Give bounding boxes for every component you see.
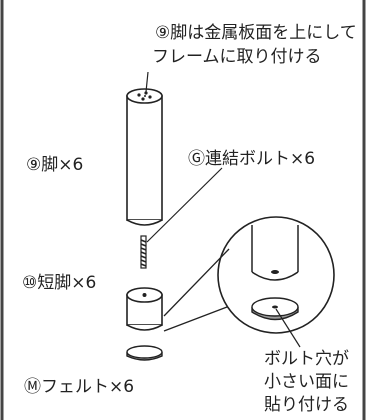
callout-leader-lower: [163, 306, 228, 332]
callout-leader-upper: [163, 248, 230, 317]
leg-part: [126, 88, 163, 226]
bolt-part: [140, 235, 147, 269]
callout-pointer: [275, 308, 301, 348]
short-leg-part: [126, 287, 163, 331]
felt-label: Ⓜフェルト×6: [24, 377, 134, 397]
leg-label: ⑨脚×6: [26, 155, 83, 175]
felt-part: [126, 345, 163, 361]
short-leg-label: ⑩短脚×6: [22, 273, 96, 293]
detail-callout: [163, 216, 335, 348]
bolt-label: Ⓖ連結ボルト×6: [188, 149, 315, 169]
top-note-leader: [145, 71, 149, 93]
callout-caption-line2: 小さい面に: [264, 372, 349, 392]
top-note-line1: ⑨脚は金属板面を上にして: [155, 23, 357, 43]
top-note-line2: フレームに取り付ける: [152, 47, 322, 67]
bolt-label-leader: [146, 167, 223, 243]
callout-caption-line1: ボルト穴が: [264, 349, 349, 369]
callout-caption-line3: 貼り付ける: [264, 395, 349, 415]
